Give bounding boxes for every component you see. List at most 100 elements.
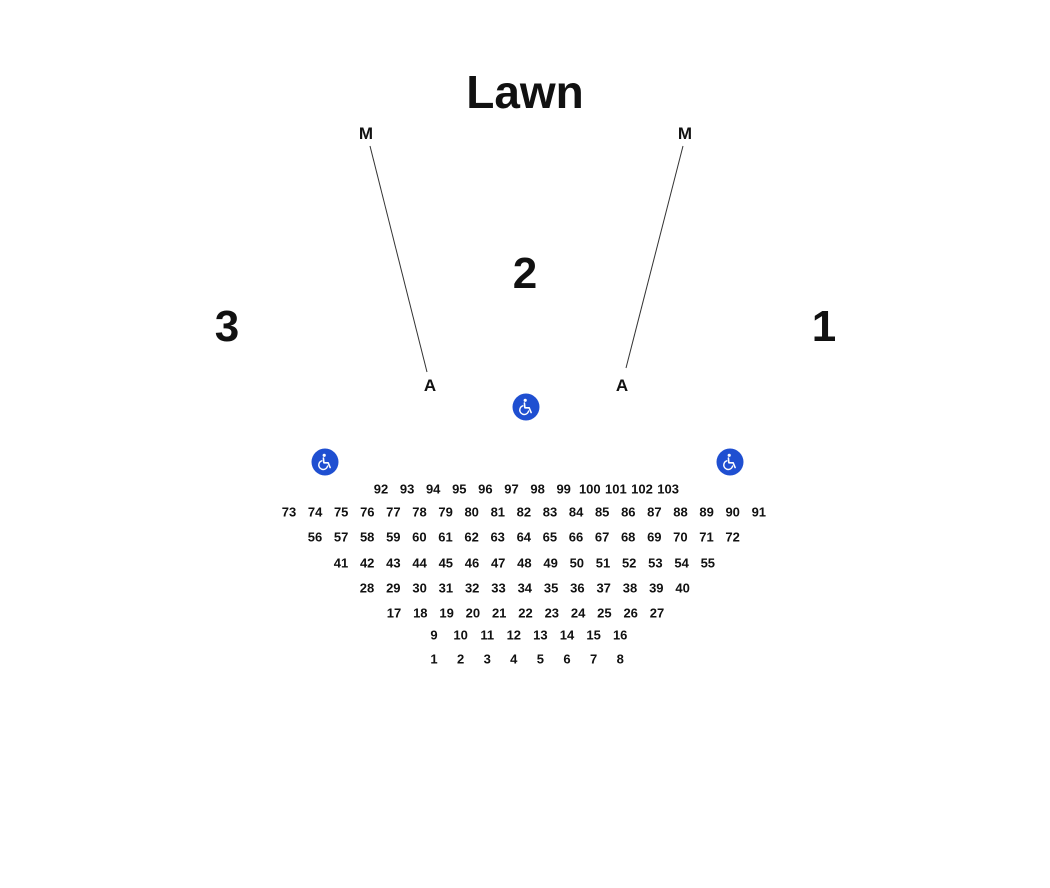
- section-1-label[interactable]: 1: [811, 302, 837, 351]
- seat-47[interactable]: 47: [490, 555, 506, 571]
- seat-23[interactable]: 23: [544, 605, 560, 621]
- seat-66[interactable]: 66: [568, 529, 584, 545]
- section-3-label[interactable]: 3: [214, 302, 240, 351]
- seat-59[interactable]: 59: [386, 529, 401, 545]
- seat-33[interactable]: 33: [491, 580, 506, 596]
- seat-100[interactable]: 100: [578, 481, 601, 497]
- seat-17[interactable]: 17: [386, 605, 402, 621]
- seat-39[interactable]: 39: [649, 580, 664, 596]
- seat-70[interactable]: 70: [673, 529, 688, 545]
- seat-79[interactable]: 79: [438, 504, 453, 520]
- seat-101[interactable]: 101: [605, 481, 627, 497]
- seat-29[interactable]: 29: [386, 580, 401, 596]
- seat-90[interactable]: 90: [725, 504, 740, 520]
- section-2-label[interactable]: 2: [512, 249, 538, 298]
- seat-42[interactable]: 42: [359, 555, 375, 571]
- seat-80[interactable]: 80: [464, 504, 479, 520]
- seat-48[interactable]: 48: [517, 555, 532, 571]
- seat-41[interactable]: 41: [333, 555, 349, 571]
- seat-78[interactable]: 78: [412, 504, 427, 520]
- seat-92[interactable]: 92: [373, 481, 389, 497]
- seat-15[interactable]: 15: [586, 627, 601, 643]
- seat-7[interactable]: 7: [589, 651, 598, 667]
- seat-86[interactable]: 86: [621, 504, 636, 520]
- seat-20[interactable]: 20: [465, 605, 481, 621]
- seat-38[interactable]: 38: [622, 580, 638, 596]
- seat-12[interactable]: 12: [506, 627, 522, 643]
- seat-62[interactable]: 62: [464, 529, 479, 545]
- seat-74[interactable]: 74: [307, 504, 323, 520]
- seat-53[interactable]: 53: [648, 555, 663, 571]
- seat-95[interactable]: 95: [452, 481, 467, 497]
- seat-1[interactable]: 1: [430, 651, 438, 667]
- seat-57[interactable]: 57: [333, 529, 349, 545]
- seat-89[interactable]: 89: [699, 504, 714, 520]
- seat-9[interactable]: 9: [430, 627, 438, 643]
- seat-85[interactable]: 85: [594, 504, 610, 520]
- seat-69[interactable]: 69: [647, 529, 662, 545]
- seat-58[interactable]: 58: [359, 529, 375, 545]
- seat-56[interactable]: 56: [307, 529, 323, 545]
- wheelchair-icon[interactable]: [311, 448, 339, 476]
- seat-10[interactable]: 10: [453, 627, 468, 643]
- seat-5[interactable]: 5: [536, 651, 545, 667]
- seat-50[interactable]: 50: [569, 555, 585, 571]
- seat-34[interactable]: 34: [517, 580, 533, 596]
- seat-84[interactable]: 84: [568, 504, 584, 520]
- seat-13[interactable]: 13: [533, 627, 548, 643]
- seat-87[interactable]: 87: [647, 504, 662, 520]
- seat-82[interactable]: 82: [516, 504, 532, 520]
- seat-3[interactable]: 3: [483, 651, 491, 667]
- seat-103[interactable]: 103: [657, 481, 679, 497]
- seat-14[interactable]: 14: [559, 627, 575, 643]
- seat-43[interactable]: 43: [386, 555, 401, 571]
- seat-2[interactable]: 2: [456, 651, 465, 667]
- seat-24[interactable]: 24: [570, 605, 586, 621]
- seat-76[interactable]: 76: [360, 504, 375, 520]
- seat-28[interactable]: 28: [359, 580, 375, 596]
- seat-18[interactable]: 18: [413, 605, 428, 621]
- seat-67[interactable]: 67: [594, 529, 610, 545]
- seat-16[interactable]: 16: [612, 627, 628, 643]
- seat-27[interactable]: 27: [649, 605, 665, 621]
- seat-65[interactable]: 65: [542, 529, 558, 545]
- seat-77[interactable]: 77: [386, 504, 401, 520]
- seat-83[interactable]: 83: [542, 504, 558, 520]
- seat-46[interactable]: 46: [464, 555, 480, 571]
- seat-30[interactable]: 30: [412, 580, 427, 596]
- seat-25[interactable]: 25: [597, 605, 612, 621]
- seat-51[interactable]: 51: [595, 555, 611, 571]
- seat-91[interactable]: 91: [751, 504, 767, 520]
- seat-94[interactable]: 94: [425, 481, 441, 497]
- wheelchair-icon[interactable]: [716, 448, 744, 476]
- seat-64[interactable]: 64: [516, 529, 532, 545]
- seat-102[interactable]: 102: [631, 481, 653, 497]
- seat-97[interactable]: 97: [504, 481, 519, 497]
- seat-81[interactable]: 81: [490, 504, 506, 520]
- seat-21[interactable]: 21: [491, 605, 507, 621]
- seat-71[interactable]: 71: [699, 529, 714, 545]
- seat-8[interactable]: 8: [616, 651, 624, 667]
- seat-96[interactable]: 96: [478, 481, 493, 497]
- seat-22[interactable]: 22: [518, 605, 533, 621]
- seat-45[interactable]: 45: [438, 555, 454, 571]
- seat-88[interactable]: 88: [673, 504, 688, 520]
- seat-60[interactable]: 60: [412, 529, 427, 545]
- seat-35[interactable]: 35: [543, 580, 559, 596]
- seat-49[interactable]: 49: [543, 555, 558, 571]
- seat-19[interactable]: 19: [439, 605, 454, 621]
- seat-75[interactable]: 75: [333, 504, 349, 520]
- seat-99[interactable]: 99: [556, 481, 571, 497]
- seat-31[interactable]: 31: [438, 580, 454, 596]
- seat-63[interactable]: 63: [490, 529, 505, 545]
- seat-6[interactable]: 6: [563, 651, 571, 667]
- seat-54[interactable]: 54: [674, 555, 689, 571]
- seat-73[interactable]: 73: [281, 504, 297, 520]
- seat-98[interactable]: 98: [530, 481, 545, 497]
- seat-61[interactable]: 61: [438, 529, 453, 545]
- seat-72[interactable]: 72: [725, 529, 740, 545]
- seat-44[interactable]: 44: [412, 555, 427, 571]
- seat-36[interactable]: 36: [570, 580, 585, 596]
- seat-32[interactable]: 32: [464, 580, 480, 596]
- seat-11[interactable]: 11: [480, 627, 495, 643]
